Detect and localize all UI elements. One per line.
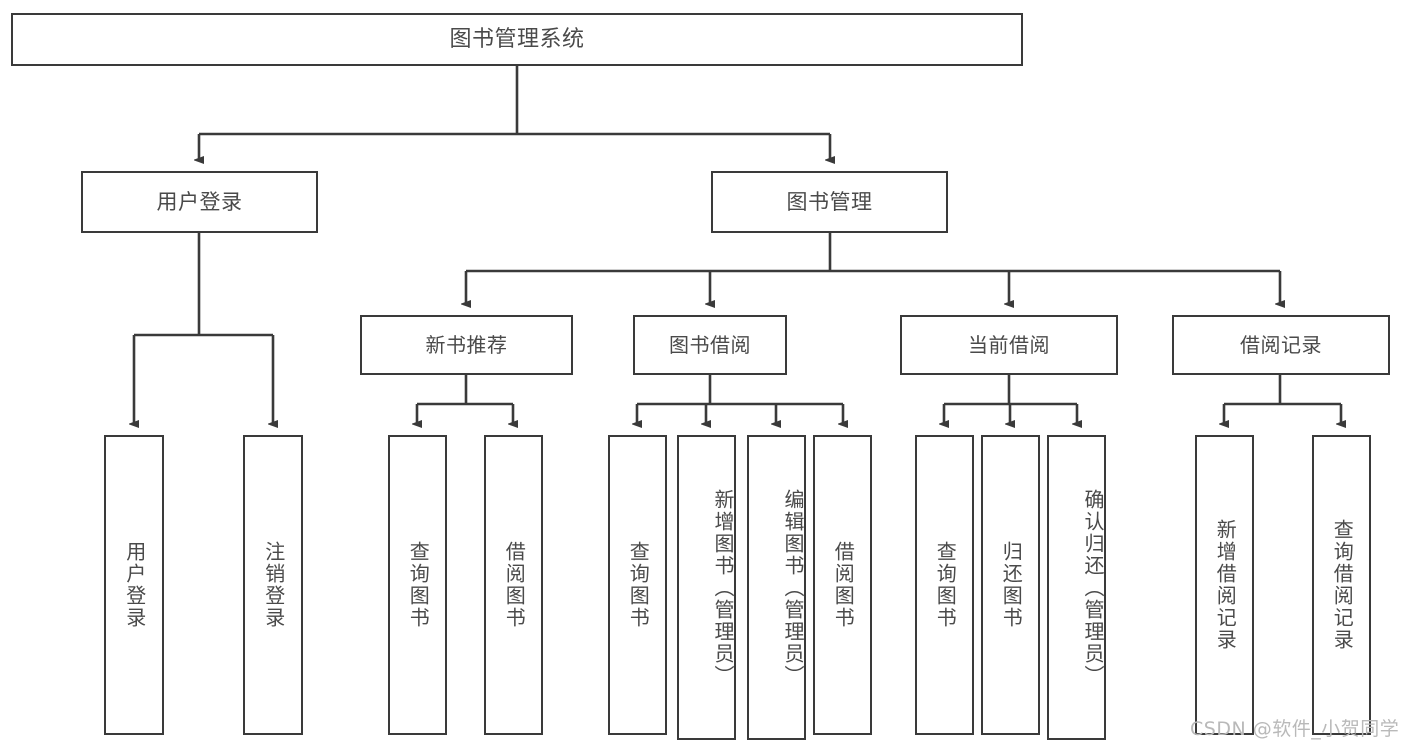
leaf-borrow-book-recommend[interactable]: 借阅图书 <box>484 435 543 735</box>
node-label: 图书管理 <box>786 189 873 214</box>
node-label: 查询借阅记录 <box>1330 519 1355 651</box>
leaf-query-book-borrow[interactable]: 查询图书 <box>608 435 667 735</box>
leaf-query-borrow-record[interactable]: 查询借阅记录 <box>1312 435 1371 735</box>
node-root-system[interactable]: 图书管理系统 <box>11 13 1023 66</box>
node-label: 查询图书 <box>626 541 651 629</box>
node-label: 用户登录 <box>122 541 147 629</box>
leaf-confirm-return-admin[interactable]: 确认归还（管理员） <box>1047 435 1106 740</box>
node-label: 借阅图书 <box>831 541 856 629</box>
node-label: 归还图书 <box>999 541 1024 629</box>
node-borrow-record[interactable]: 借阅记录 <box>1172 315 1390 375</box>
leaf-borrow-book[interactable]: 借阅图书 <box>813 435 872 735</box>
node-label: 用户登录 <box>156 189 243 214</box>
leaf-logout-login[interactable]: 注销登录 <box>243 435 303 735</box>
node-current-borrow[interactable]: 当前借阅 <box>900 315 1118 375</box>
node-label: 确认归还（管理员） <box>1081 488 1105 687</box>
node-label: 新增图书（管理员） <box>711 488 735 687</box>
leaf-query-book-current[interactable]: 查询图书 <box>915 435 974 735</box>
leaf-return-book[interactable]: 归还图书 <box>981 435 1040 735</box>
node-label: 查询图书 <box>406 541 431 629</box>
node-label: 新书推荐 <box>425 332 508 357</box>
leaf-add-borrow-record[interactable]: 新增借阅记录 <box>1195 435 1254 735</box>
node-new-book-recommend[interactable]: 新书推荐 <box>360 315 573 375</box>
watermark: CSDN @软件_小贺同学 <box>1190 718 1400 740</box>
node-label: 当前借阅 <box>968 332 1050 357</box>
node-label: 注销登录 <box>261 541 286 629</box>
node-label: 借阅图书 <box>502 541 527 629</box>
leaf-user-login[interactable]: 用户登录 <box>104 435 164 735</box>
node-book-management[interactable]: 图书管理 <box>711 171 948 233</box>
node-book-borrow[interactable]: 图书借阅 <box>633 315 787 375</box>
leaf-query-book-recommend[interactable]: 查询图书 <box>388 435 447 735</box>
node-label: 编辑图书（管理员） <box>781 488 805 687</box>
leaf-add-book-admin[interactable]: 新增图书（管理员） <box>677 435 736 740</box>
node-label: 图书管理系统 <box>449 26 585 52</box>
leaf-edit-book-admin[interactable]: 编辑图书（管理员） <box>747 435 806 740</box>
node-user-login[interactable]: 用户登录 <box>81 171 318 233</box>
node-label: 查询图书 <box>933 541 958 629</box>
node-label: 新增借阅记录 <box>1213 519 1238 651</box>
node-label: 借阅记录 <box>1240 332 1322 357</box>
node-label: 图书借阅 <box>669 332 751 357</box>
